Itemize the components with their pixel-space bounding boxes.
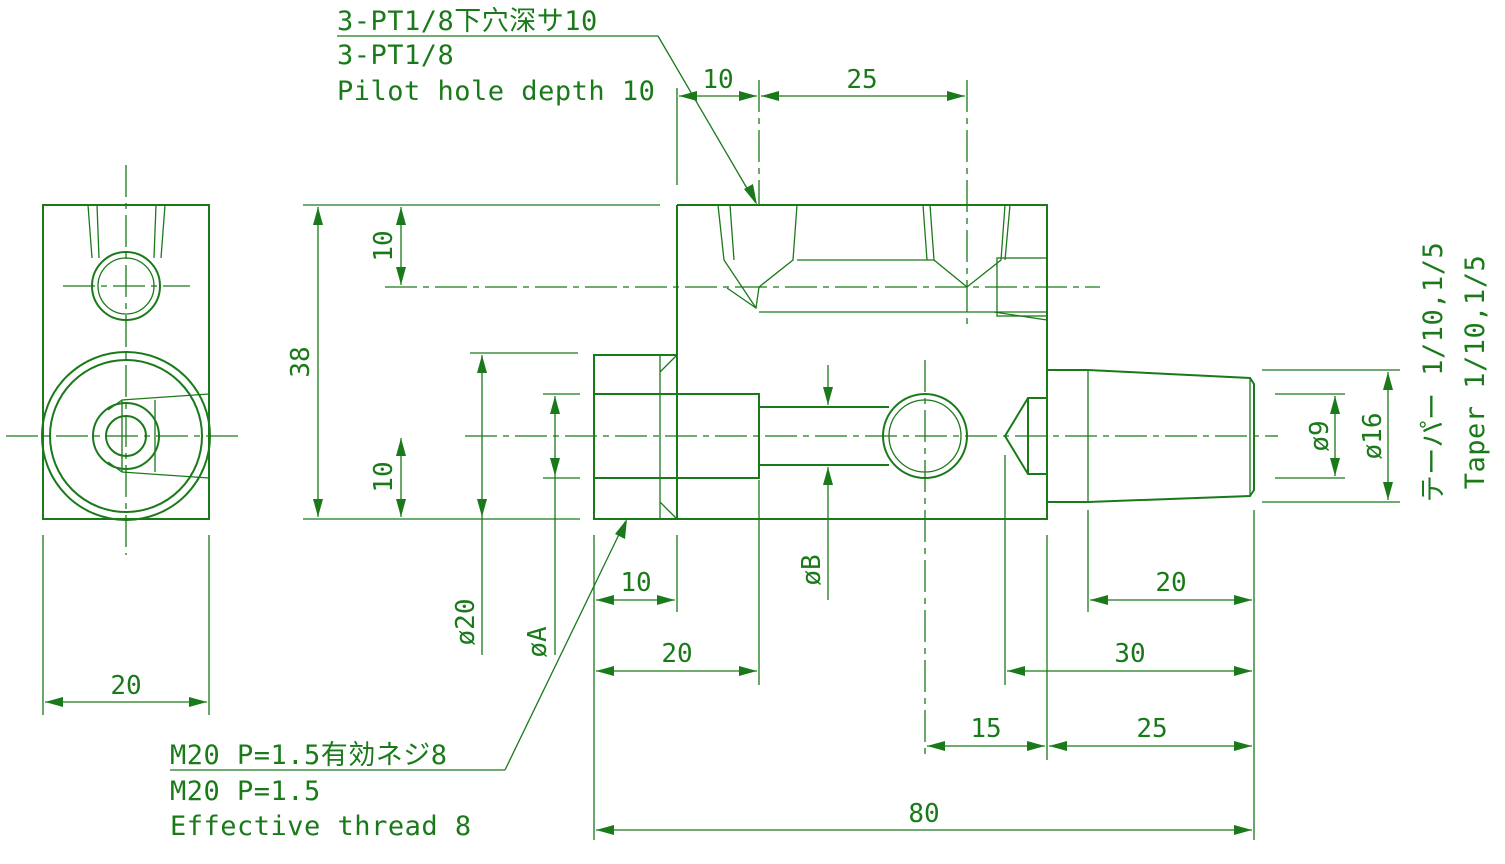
top-port-1 [717,204,798,309]
notes: 3-PT1/8下穴深サ10 3-PT1/8 Pilot hole depth 1… [170,6,1491,842]
arrow-head [679,91,697,101]
dim-bottom-10: 10 [620,568,651,598]
arrow-head [1330,458,1340,476]
arrow-head [823,387,833,405]
arrow-head [396,207,406,225]
dim-phi9: ø9 [1305,420,1335,451]
arrow-head [1090,595,1108,605]
arrow-head [927,741,945,751]
dim-right-25: 25 [1136,714,1167,744]
arrow-head [1234,825,1252,835]
dim-38: 38 [286,346,316,377]
arrow-head [313,207,323,225]
arrow-head [1234,595,1252,605]
leader-top [657,35,756,203]
dim-left-10-bottom: 10 [369,461,399,492]
note-bottom-en1: M20 P=1.5 [170,776,321,807]
leader-bottom [504,521,626,771]
note-top-en1: 3-PT1/8 [337,40,454,71]
arrow-head [550,458,560,476]
note-taper-en: Taper 1/10,1/5 [1460,255,1491,490]
arrow-head [596,595,614,605]
body-outline [677,204,1048,520]
arrow-head [396,438,406,456]
taper-fitting [1047,369,1255,503]
channel-B [759,406,889,466]
left-boss-chamfer [659,354,678,520]
note-top-en2: Pilot hole depth 10 [337,76,655,107]
arrow-head [1027,741,1045,751]
arrow-head [1049,741,1067,751]
dim-phiB: øB [797,554,827,585]
arrow-head [947,91,965,101]
note-bottom-jp: M20 P=1.5有効ネジ8 [170,740,448,771]
side-main-thread-inner [49,359,203,513]
arrow-head [739,91,757,101]
dim-top-25: 25 [846,65,877,95]
note-bottom-en2: Effective thread 8 [170,811,472,842]
dim-bottom-20: 20 [661,639,692,669]
dim-phiA: øA [523,626,553,658]
arrow-head [615,519,627,539]
arrow-head [823,467,833,485]
dimensions: 10 25 38 10 10 ø20 øA [286,65,1400,840]
arrow-head [596,666,614,676]
note-top-jp: 3-PT1/8下穴深サ10 [337,6,598,37]
arrow-head [1234,741,1252,751]
arrow-head [761,91,779,101]
dim-left-10-top: 10 [369,230,399,261]
arrow-head [477,499,487,517]
dim-right-30: 30 [1114,639,1145,669]
dim-right-20: 20 [1155,568,1186,598]
top-port-1-tip [726,286,760,310]
arrow-head [189,697,207,707]
arrow-head [657,595,675,605]
arrow-head [477,355,487,373]
dim-right-15: 15 [970,714,1001,744]
side-port-thread [87,204,166,259]
arrow-head [1007,666,1025,676]
arrow-head [1383,482,1393,500]
main-view [385,80,1278,755]
dim-phi16: ø16 [1358,413,1388,460]
arrow-head [1234,666,1252,676]
arrow-head [396,499,406,517]
dim-phi20: ø20 [451,599,481,646]
top-port-3-edge [993,311,1048,321]
arrow-head [1383,372,1393,390]
arrow-head [739,666,757,676]
arrow-head [313,499,323,517]
left-boss [593,354,678,520]
arrow-head [396,267,406,285]
arrow-head [1330,396,1340,414]
arrow-head [45,697,63,707]
dim-overall-80: 80 [908,799,939,829]
side-fitting [107,393,210,479]
arrow-head [550,396,560,414]
note-taper-jp: テーパー 1/10,1/5 [1418,242,1449,503]
arrow-head [596,825,614,835]
arrow-head [744,184,757,205]
dim-top-10: 10 [702,65,733,95]
side-view: 20 [6,165,243,715]
side-dim-20: 20 [110,671,141,701]
